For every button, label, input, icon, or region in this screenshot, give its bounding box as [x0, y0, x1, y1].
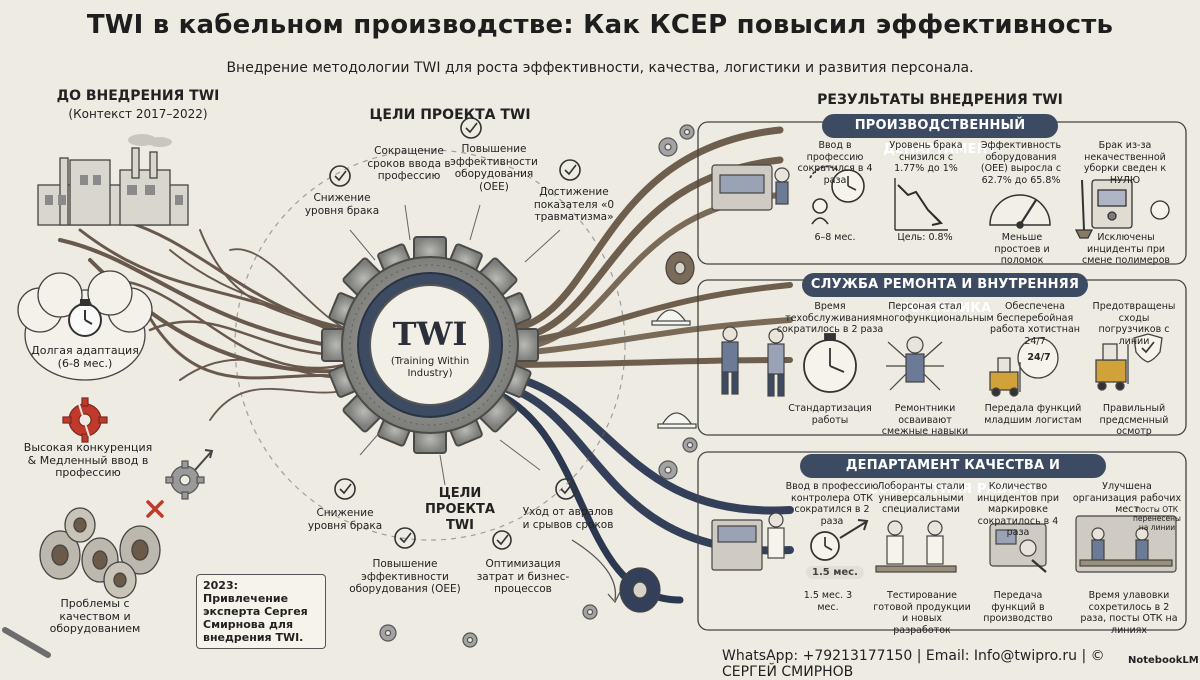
quality-item-2-note: Тестирование готовой продукции и новых р…: [873, 590, 971, 636]
production-item-2-title: Уровень брака снизился с 1.77% до 1%: [889, 140, 963, 174]
cable-drums-illustration: [39, 507, 161, 599]
page-subtitle: Внедрение методологии TWI для роста эффе…: [226, 60, 974, 76]
repair-item-1-title: Время техобслуживания сократилось в 2 ра…: [776, 301, 884, 335]
goal-top-onboarding: Сокращение сроков ввода в профессию: [367, 145, 451, 182]
hardhat-icons: [651, 309, 697, 429]
goal-bottom-defects: Снижение уровня брака: [307, 507, 383, 532]
training-clock-icon: [809, 165, 865, 225]
goal-bottom-oee: Повышение эффективности оборудования (OE…: [349, 558, 461, 595]
brand-watermark: NotebookLM: [1128, 655, 1199, 666]
broken-gear-icon: [62, 397, 108, 443]
repair-item-1-note: Стандартизация работы: [788, 403, 872, 426]
factory-illustration: [37, 134, 189, 226]
labeling-machine-illustration: [989, 523, 1047, 573]
repair-item-2-title: Персоная стал многофункциональным: [875, 301, 994, 324]
contact-footer: WhatsApp: +79213177150 | Email: Info@twi…: [722, 648, 1105, 680]
problems-label: Проблемы с качеством и оборудованием: [49, 597, 141, 635]
lab-assistants-illustration: [875, 520, 957, 573]
production-item-4-title: Брак из-за некачественной уборки сведен …: [1083, 140, 1167, 186]
production-item-3-title: Эффективность оборудования (OEE) выросла…: [980, 140, 1062, 186]
production-item-2-note: Цель: 0.8%: [897, 232, 953, 243]
defect-trend-chart-icon: [894, 178, 948, 231]
orbit-ring: [234, 149, 626, 541]
repair-item-4-title: Предотвращены сходы погрузчиков с линии: [1092, 301, 1176, 347]
repair-item-2-note: Ремонтники осваивают смежные навыки: [881, 403, 969, 437]
oee-gauge-icon: [989, 194, 1051, 229]
repair-clock-label: 24/7: [1027, 352, 1051, 363]
maintenance-stopwatch-icon: [803, 333, 857, 393]
production-item-4-note: Исключены инциденты при смене полимеров: [1081, 232, 1171, 266]
repair-item-4-note: Правильный предсменный осмотр: [1099, 403, 1169, 437]
results-heading: РЕЗУЛЬТАТЫ ВНЕДРЕНИЯ TWI: [817, 92, 1063, 108]
quality-item-2-title: Лоборанты стали универсальными специалис…: [877, 481, 965, 515]
quality-item-3-note: Передача функций в производство: [983, 590, 1053, 624]
goal-bottom-costs: Оптимизация затрат и бизнес-процессов: [476, 558, 570, 595]
production-item-1-title: Ввод в профессию сократился в 4 раза: [797, 140, 873, 186]
expert-note: 2023: Привлечение эксперта Сергея Смирно…: [196, 574, 326, 649]
goal-top-defects: Снижение уровня брака: [304, 192, 380, 217]
workstation-illustration: [1075, 515, 1177, 573]
goal-top-oee: Повышение эффективности оборудования (OE…: [450, 143, 538, 193]
quality-item-1-title: Ввод в профессию контролера ОТК сократил…: [785, 481, 879, 527]
check-icons-bottom: [334, 478, 577, 550]
quality-posts-label: посты ОТК перенесены на линии: [1133, 505, 1181, 532]
competition-label: Высокая конкуренция & Медленный ввод в п…: [23, 441, 153, 479]
twi-logo: TWI: [392, 315, 468, 353]
production-banner: ПРОИЗВОДСТВЕННЫЙ ДЕПАРТАМЕНТ: [822, 114, 1058, 157]
quality-item-4-title: Улучшена организация рабочих мест: [1072, 481, 1182, 515]
small-gears-icon: [379, 124, 698, 648]
quality-item-1-note: 1.5 мес. 3 мес.: [803, 590, 853, 613]
cleaning-tools-icon: [1074, 179, 1170, 239]
conveyor-worker-illustration: [711, 164, 790, 211]
spool-icons: [619, 251, 695, 613]
pencil-icon: [2, 627, 51, 658]
twi-gear: [321, 236, 539, 454]
goal-pointers: [349, 204, 561, 486]
page-title: TWI в кабельном производстве: Как КСЕР п…: [86, 10, 1114, 40]
goal-bottom-rush: Уход от авралов и срывов сроков: [522, 506, 614, 531]
lab-worker-illustration: [711, 512, 785, 571]
production-item-1-note: 6–8 мес.: [814, 232, 856, 243]
goals-top-heading: ЦЕЛИ ПРОЕКТА TWI: [369, 107, 531, 123]
goal-top-zero-injury: Достижение показателя «0 травматизма»: [533, 186, 615, 223]
onboarding-stopwatch-icon: [810, 519, 869, 561]
forklift-clock-icon: [989, 337, 1059, 397]
quality-arrow-label: 1.5 мес.: [806, 566, 864, 579]
quality-item-3-title: Количество инцидентов при маркировке сок…: [976, 481, 1060, 538]
production-item-3-note: Меньше простоев и поломок: [994, 232, 1050, 266]
twi-full-name: (Training Within Industry): [390, 356, 470, 379]
stopwatch-icon: [68, 299, 102, 337]
quality-banner: ДЕПАРТАМЕНТ КАЧЕСТВА И СОВМЕСТНАЯ РАБОТА: [800, 454, 1106, 497]
repair-item-3-note: Передала функций младшим логистам: [984, 403, 1082, 426]
before-context: (Контекст 2017–2022): [68, 107, 208, 121]
quality-item-4-note: Время улавовки сохретилось в 2 раза, пос…: [1080, 590, 1178, 636]
error-cross-icon: [146, 500, 164, 518]
repair-item-3-title: Обеспечена бесперебойная работа хотистна…: [989, 301, 1081, 347]
goals-bottom-heading: ЦЕЛИ ПРОЕКТА TWI: [425, 486, 495, 533]
gear-arrow-icon: [165, 449, 214, 500]
multitasking-worker-icon: [886, 336, 944, 391]
adaptation-label: Долгая адаптация (6-8 мес.): [31, 344, 139, 370]
before-heading: ДО ВНЕДРЕНИЯ TWI: [56, 88, 220, 104]
flow-arrow: [571, 539, 621, 604]
check-icons-top: [329, 117, 581, 187]
repair-workers-illustration: [721, 326, 785, 397]
forklift-shield-icon: [1095, 333, 1163, 391]
repair-banner: СЛУЖБА РЕМОНТА И ВНУТРЕННЯЯ ЛОГИСТИКА: [802, 273, 1088, 316]
